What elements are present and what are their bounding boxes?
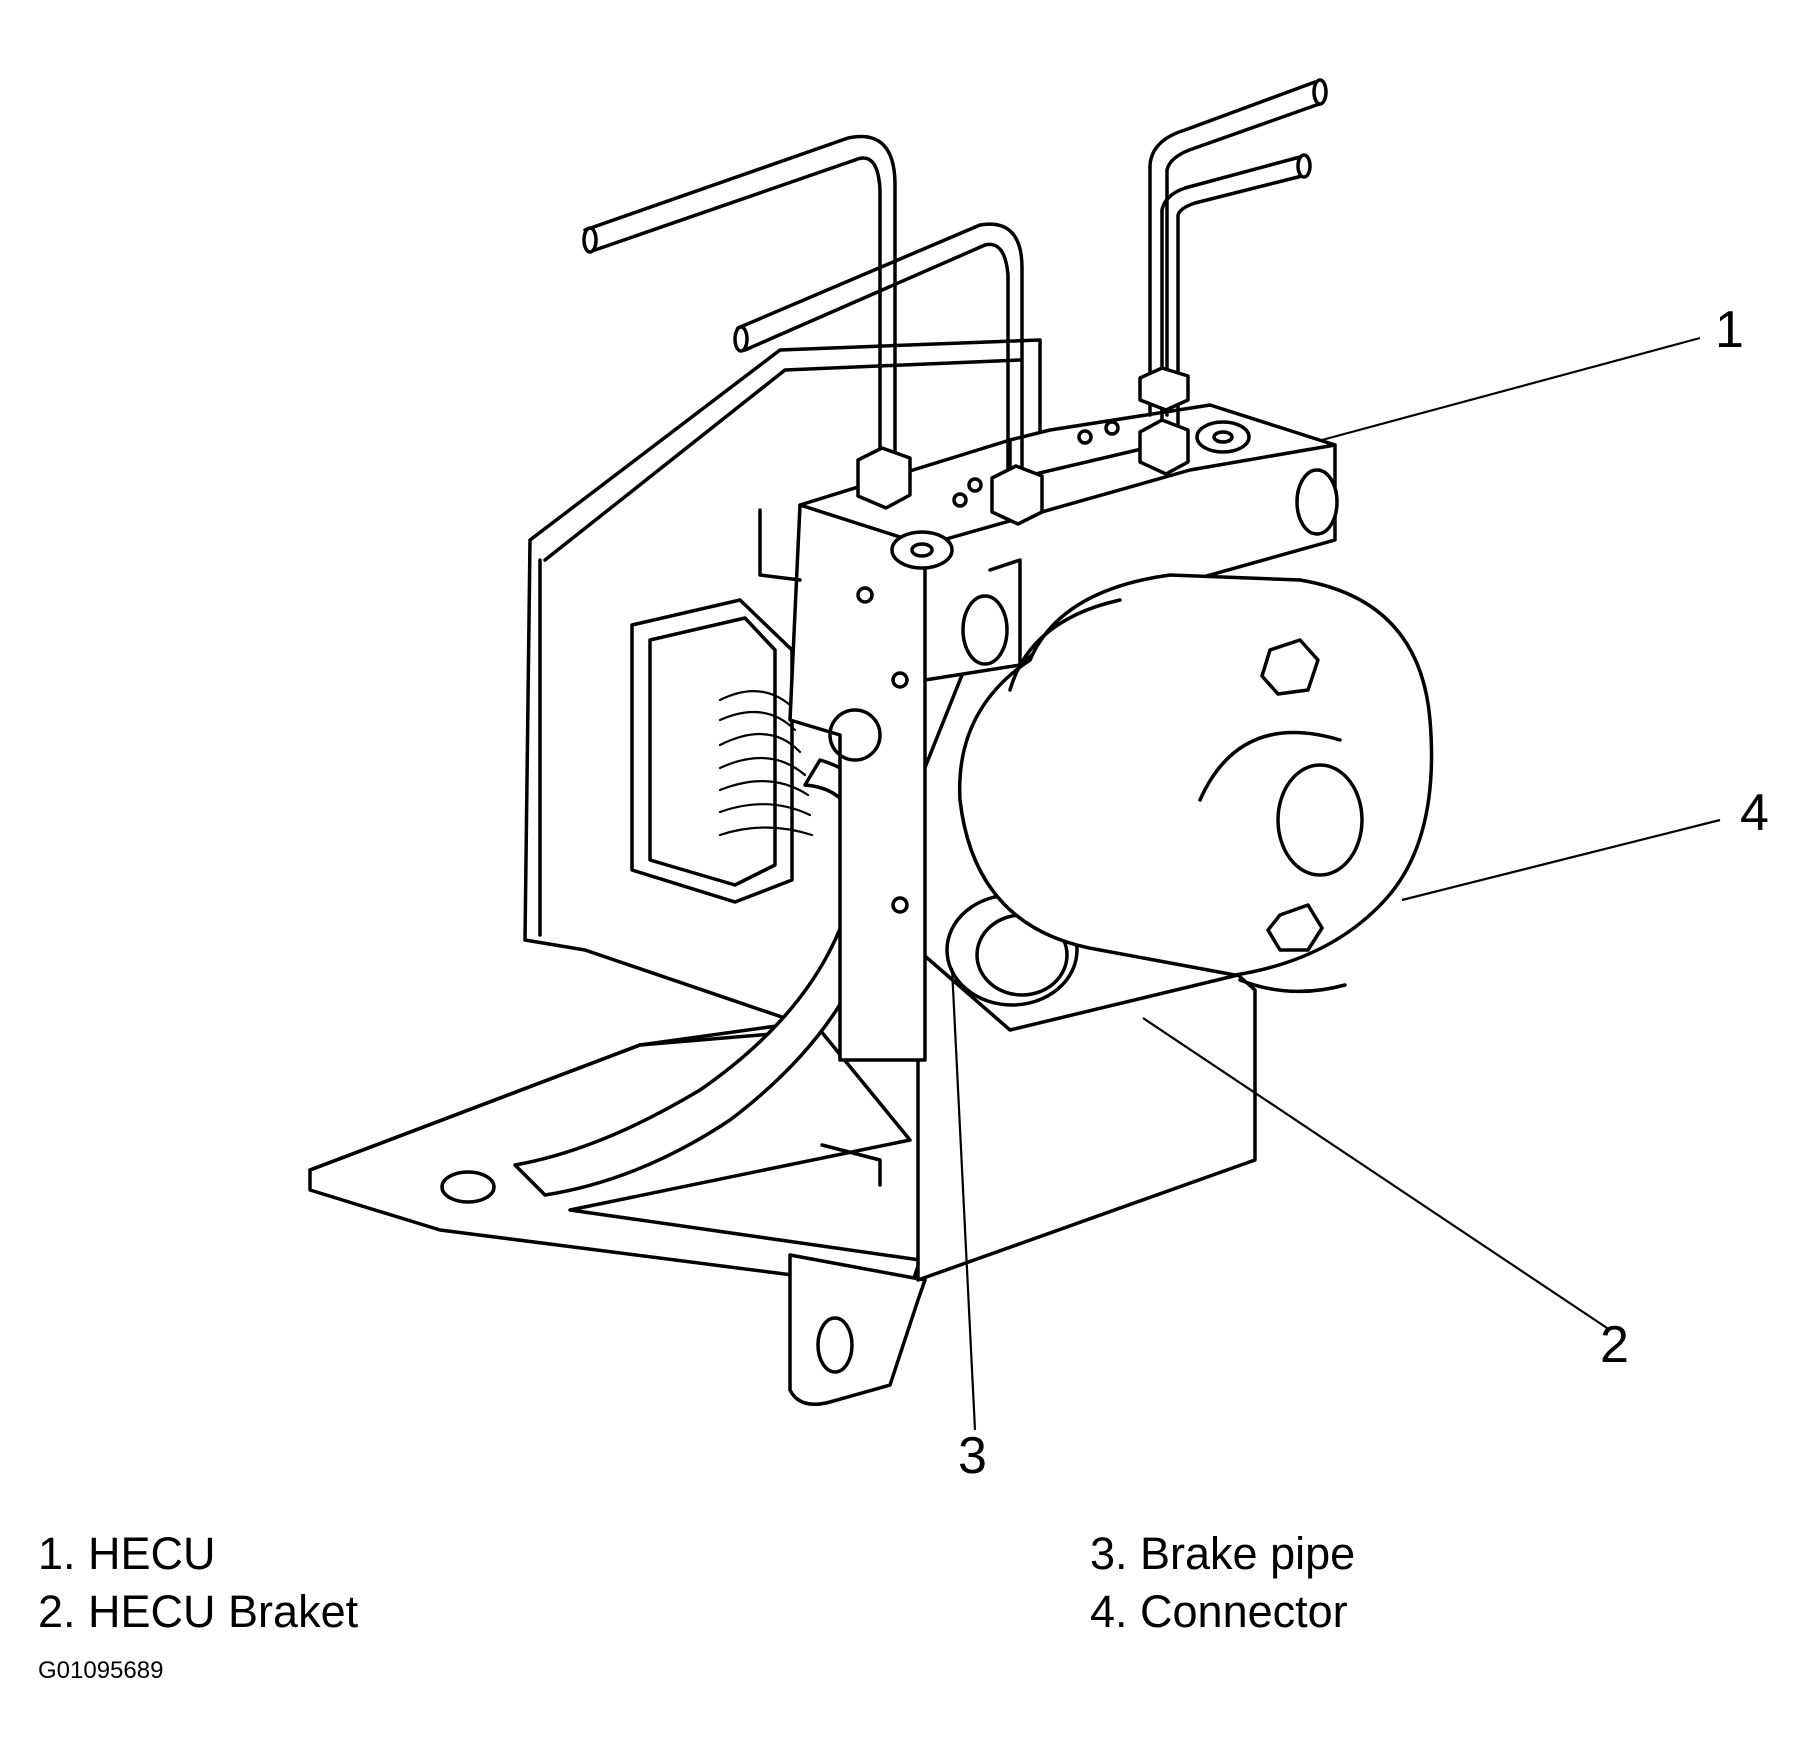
figure-id: G01095689 — [38, 1657, 164, 1684]
leader-line-1 — [1321, 336, 1701, 442]
legend-item-hecu: 1. HECU — [38, 1528, 216, 1579]
legend-item-hecu-braket: 2. HECU Braket — [38, 1586, 359, 1637]
leader-lines — [950, 336, 1721, 1431]
leader-line-2 — [1142, 1017, 1611, 1331]
legend-right: 3. Brake pipe 4. Connector — [1090, 1525, 1355, 1641]
connector — [630, 598, 814, 904]
callout-4: 4 — [1740, 784, 1769, 842]
brake-pipes — [582, 78, 1328, 526]
pump-motor — [957, 573, 1434, 994]
hecu-valve-block — [758, 403, 1339, 1062]
leader-line-3 — [950, 967, 977, 1431]
legend-left: 1. HECU 2. HECU Braket — [38, 1525, 358, 1641]
legend-item-connector: 4. Connector — [1090, 1586, 1348, 1637]
callout-2: 2 — [1600, 1316, 1629, 1374]
legend-item-brake-pipe: 3. Brake pipe — [1090, 1528, 1356, 1579]
callout-3: 3 — [958, 1427, 987, 1485]
callout-1: 1 — [1715, 301, 1744, 359]
leader-line-4 — [1401, 818, 1721, 902]
